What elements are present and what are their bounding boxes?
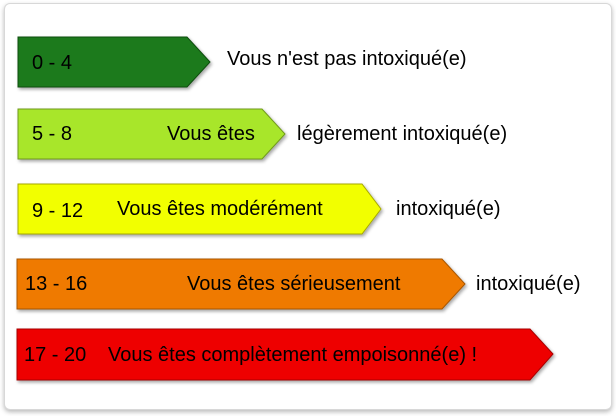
range-label: 13 - 16 bbox=[25, 273, 87, 295]
inside-description: Vous êtes complètement empoisonné(e) ! bbox=[108, 344, 477, 366]
inside-description: Vous êtes bbox=[167, 123, 255, 145]
outside-description: légèrement intoxiqué(e) bbox=[297, 123, 507, 145]
level-arrow-5-8: 5 - 8 Vous êtes légèrement intoxiqué(e) bbox=[17, 108, 507, 160]
inside-description: Vous êtes sérieusement bbox=[187, 273, 401, 295]
outside-description: Vous n'est pas intoxiqué(e) bbox=[227, 48, 467, 70]
level-arrow-9-12: 9 - 12 Vous êtes modérément intoxiqué(e) bbox=[17, 183, 501, 235]
level-arrow-17-20: 17 - 20 Vous êtes complètement empoisonn… bbox=[16, 328, 554, 381]
inside-description: Vous êtes modérément bbox=[117, 198, 323, 220]
range-label: 0 - 4 bbox=[32, 52, 72, 74]
level-arrow-0-4: 0 - 4 Vous n'est pas intoxiqué(e) bbox=[17, 36, 467, 88]
range-label: 5 - 8 bbox=[32, 123, 72, 145]
arrow-shape bbox=[17, 183, 382, 235]
arrow-shape bbox=[17, 108, 286, 160]
range-label: 9 - 12 bbox=[32, 200, 83, 222]
outside-description: intoxiqué(e) bbox=[396, 198, 501, 220]
arrow-shape bbox=[16, 328, 554, 381]
range-label: 17 - 20 bbox=[24, 344, 86, 366]
outside-description: intoxiqué(e) bbox=[476, 273, 581, 295]
arrow-shape bbox=[17, 36, 211, 88]
level-arrow-13-16: 13 - 16 Vous êtes sérieusement intoxiqué… bbox=[16, 258, 581, 310]
arrow-shape bbox=[16, 258, 466, 310]
